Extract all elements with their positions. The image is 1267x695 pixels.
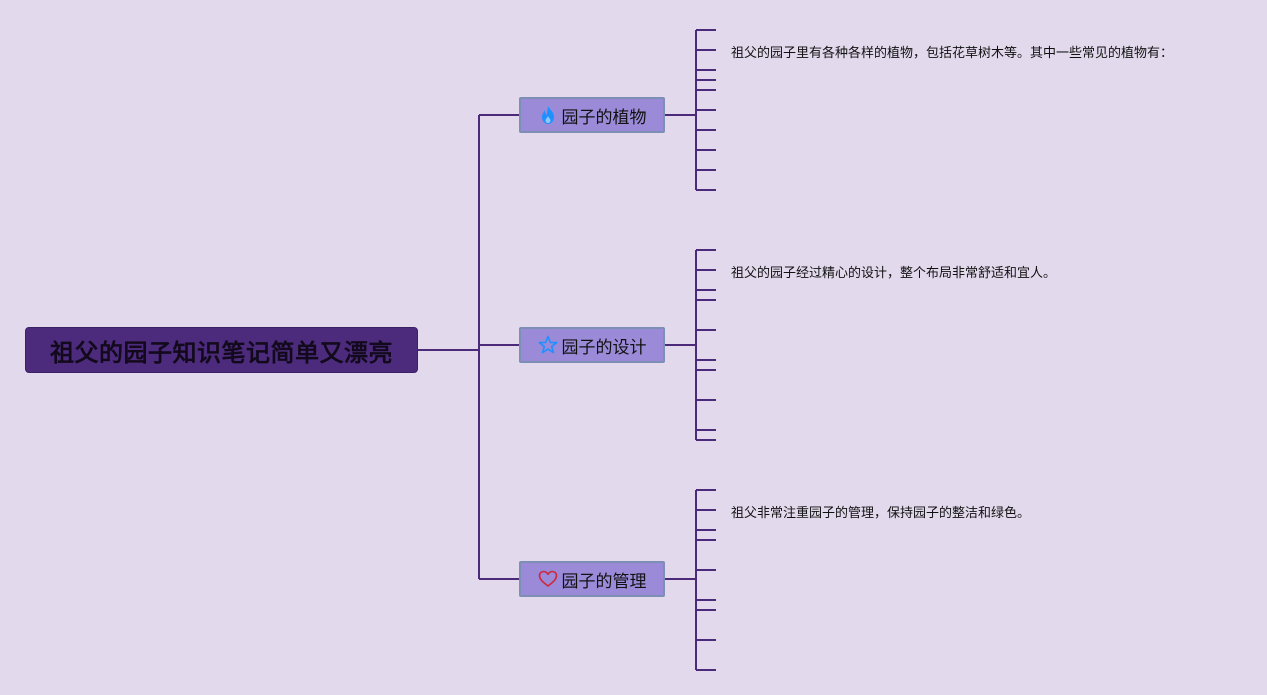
branch-label: 园子的管理 — [561, 571, 647, 592]
branch-node-design[interactable]: 园子的设计 — [519, 327, 665, 363]
branch-label: 园子的植物 — [561, 107, 647, 128]
root-node[interactable]: 祖父的园子知识笔记简单又漂亮 — [25, 327, 418, 373]
branch-node-management[interactable]: 园子的管理 — [519, 561, 665, 597]
leaf-text-management: 祖父非常注重园子的管理，保持园子的整洁和绿色。 — [731, 506, 1031, 521]
leaf-text-plants: 祖父的园子里有各种各样的植物，包括花草树木等。其中一些常见的植物有： — [731, 46, 1174, 61]
star-icon — [538, 335, 558, 355]
root-title: 祖父的园子知识笔记简单又漂亮 — [50, 338, 393, 367]
branch-label: 园子的设计 — [561, 337, 647, 358]
branch-node-plants[interactable]: 园子的植物 — [519, 97, 665, 133]
heart-icon — [538, 569, 558, 589]
leaf-text-design: 祖父的园子经过精心的设计，整个布局非常舒适和宜人。 — [731, 266, 1057, 281]
flame-icon — [538, 105, 558, 125]
